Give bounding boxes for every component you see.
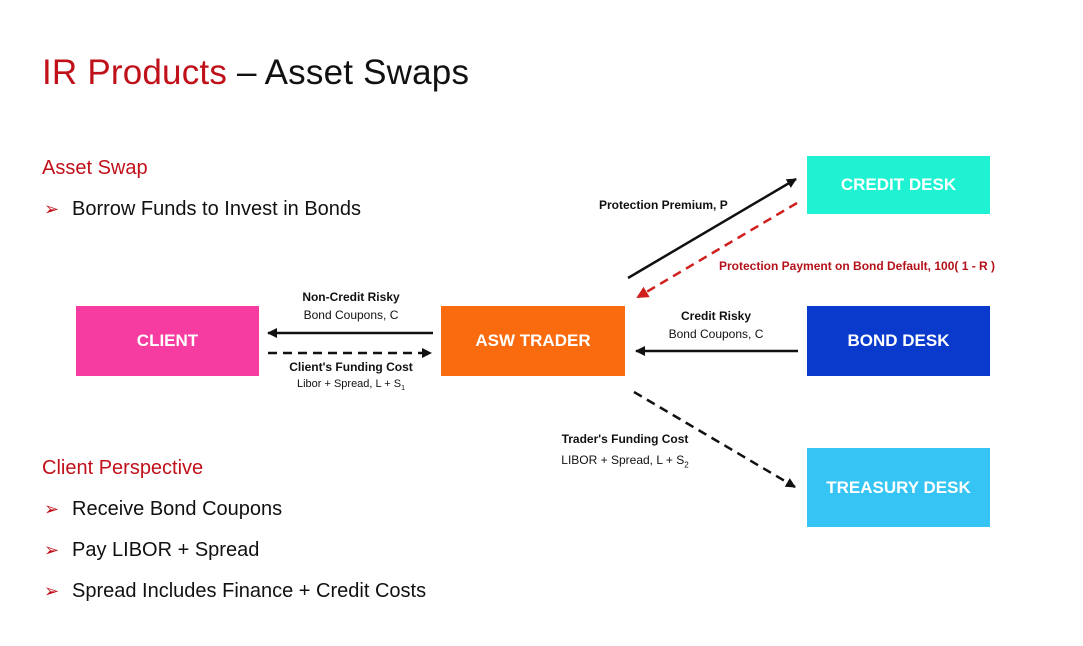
client-funding-subscript: 1 [401, 385, 406, 393]
bond-desk-box: BOND DESK [807, 306, 990, 376]
client-perspective-heading: Client Perspective [42, 457, 204, 479]
credit-desk-box: CREDIT DESK [807, 156, 990, 214]
protection-payment-label: Protection Payment on Bond Default, 100(… [719, 259, 996, 273]
client-box: CLIENT [76, 306, 259, 376]
protection-premium-label: Protection Premium, P [599, 198, 728, 212]
treasury-desk-box: TREASURY DESK [807, 448, 990, 527]
asset-swap-heading: Asset Swap [42, 157, 148, 179]
bond-desk-box-label: BOND DESK [847, 331, 950, 350]
bullet-text: Pay LIBOR + Spread [72, 539, 260, 561]
client-funding-label: Client's Funding Cost [289, 360, 413, 374]
asw-trader-box-label: ASW TRADER [475, 331, 591, 350]
non-credit-risky-label: Non-Credit Risky [302, 290, 400, 304]
arrow-bullet-icon: ➢ [44, 540, 60, 560]
arrow-bullet-icon: ➢ [44, 581, 60, 601]
arrow-protection-premium [627, 177, 797, 280]
page-title: IR Products – Asset Swaps [42, 53, 469, 93]
trader-funding-label: Trader's Funding Cost [561, 432, 689, 446]
asw-trader-box: ASW TRADER [441, 306, 625, 376]
credit-desk-box-label: CREDIT DESK [840, 175, 957, 194]
bullet-text: Receive Bond Coupons [72, 498, 283, 520]
bullet-item: ➢ Pay LIBOR + Spread [44, 539, 259, 562]
arrow-protection-payment [636, 201, 798, 299]
trader-funding-rate-text: LIBOR + Spread, L + S [561, 453, 685, 467]
treasury-desk-box-label: TREASURY DESK [826, 477, 971, 497]
credit-risky-label: Credit Risky [680, 309, 752, 323]
arrow-bullet-icon: ➢ [44, 199, 60, 219]
client-funding-rate-text: Libor + Spread, L + S [296, 378, 402, 390]
arrow-trader-funding [633, 390, 796, 489]
credit-risky-coupons-label: Bond Coupons, C [668, 327, 764, 341]
client-box-label: CLIENT [136, 331, 199, 350]
title-accent: IR Products [42, 53, 228, 92]
client-funding-rate-label: Libor + Spread, L + S1 [276, 378, 426, 392]
trader-funding-rate-label: LIBOR + Spread, L + S2 [555, 453, 695, 469]
trader-funding-subscript: 2 [684, 460, 689, 470]
non-credit-coupons-label: Bond Coupons, C [303, 308, 399, 322]
arrow-bullet-icon: ➢ [44, 499, 60, 519]
bullet-text: Spread Includes Finance + Credit Costs [72, 580, 427, 602]
bullet-item: ➢ Borrow Funds to Invest in Bonds [44, 198, 361, 221]
bullet-item: ➢ Spread Includes Finance + Credit Costs [44, 580, 426, 603]
bullet-item: ➢ Receive Bond Coupons [44, 498, 282, 521]
bullet-text: Borrow Funds to Invest in Bonds [72, 198, 362, 220]
title-rest: – Asset Swaps [227, 53, 470, 92]
